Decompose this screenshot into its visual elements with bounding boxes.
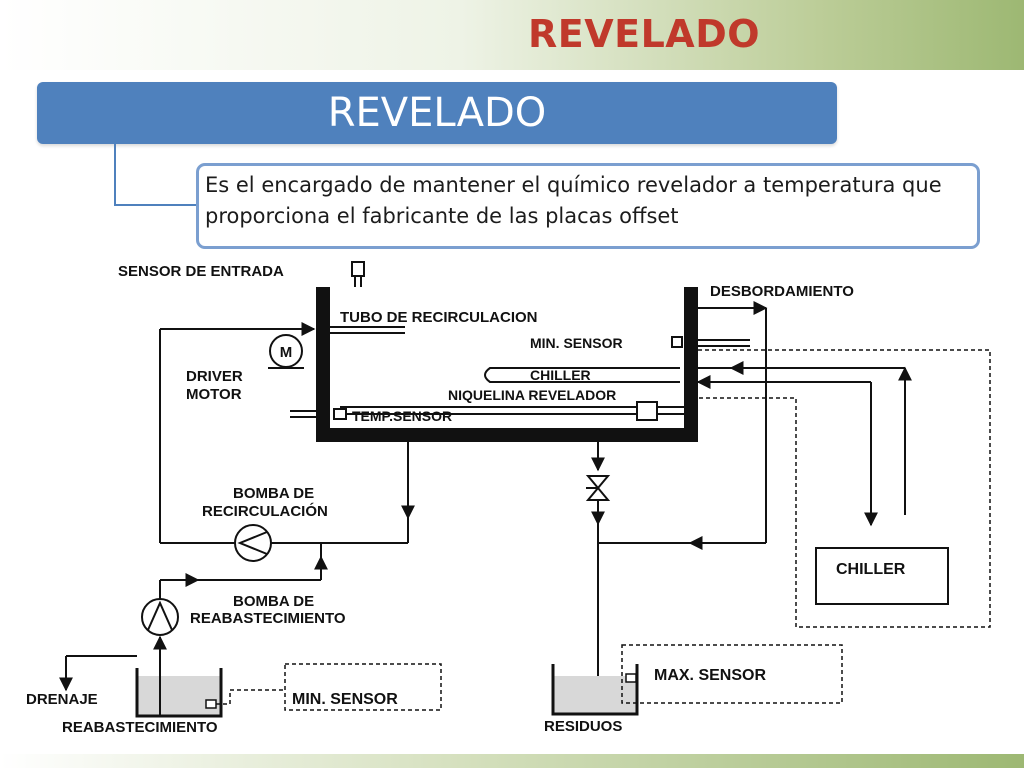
max-sensor-box (621, 644, 843, 704)
drain-line (59, 655, 137, 692)
processor-schematic: M (26, 261, 991, 736)
chiller-lines (696, 361, 912, 527)
waste-valve-line (585, 442, 611, 690)
recirculation-pump-icon (234, 524, 272, 562)
label-bomba-recirc-2: RECIRCULACIÓN (202, 502, 328, 520)
label-bomba-recirc-1: BOMBA DE (233, 485, 314, 502)
label-chiller-coil: CHILLER (530, 367, 591, 383)
label-chiller-unit: CHILLER (836, 561, 906, 578)
chiller-coil (484, 367, 680, 383)
min-sensor-bottom-box (284, 663, 442, 711)
entry-sensor-icon (351, 261, 365, 287)
top-decor-band (0, 0, 1024, 70)
min-sensor-bottom-link (216, 689, 285, 705)
sensor-dashed-wiring (698, 349, 991, 628)
motor-symbol-label: M (280, 344, 293, 361)
recirculation-loop (159, 322, 415, 600)
bottom-decor-band (0, 754, 1024, 768)
label-niquelina: NIQUELINA REVELADOR (448, 387, 616, 403)
overflow-line (598, 301, 768, 550)
waste-container (551, 664, 639, 716)
developer-tank (316, 287, 698, 442)
label-desbordamiento: DESBORDAMIENTO (710, 283, 854, 300)
slide-title: REVELADO (528, 12, 761, 56)
min-sensor-tank-icon (671, 336, 750, 348)
section-header: REVELADO (37, 82, 837, 144)
label-tubo-recirculacion: TUBO DE RECIRCULACION (340, 309, 538, 326)
label-driver: DRIVER (186, 368, 243, 385)
label-max-sensor: MAX. SENSOR (654, 667, 766, 684)
label-residuos: RESIDUOS (544, 718, 622, 735)
description-box: Es el encargado de mantener el químico r… (196, 163, 980, 249)
recirculation-tube (330, 326, 405, 334)
label-drenaje: DRENAJE (26, 691, 98, 708)
label-min-sensor-bottom: MIN. SENSOR (292, 691, 398, 708)
label-reabastecimiento: REABASTECIMIENTO (62, 719, 218, 736)
motor-icon: M (268, 334, 304, 369)
label-temp-sensor: TEMP.SENSOR (352, 408, 452, 424)
label-motor: MOTOR (186, 386, 242, 403)
header-connector (114, 144, 200, 206)
label-bomba-reab-1: BOMBA DE (233, 593, 314, 610)
temp-sensor-icon (290, 408, 347, 420)
label-min-sensor-tank: MIN. SENSOR (530, 335, 623, 351)
label-sensor-entrada: SENSOR DE ENTRADA (118, 263, 284, 280)
replenishment-pump-icon (141, 598, 179, 636)
chiller-unit-box (815, 547, 949, 605)
heater-element (340, 401, 684, 421)
label-bomba-reab-2: REABASTECIMIENTO (190, 610, 346, 627)
replenishment-container (135, 635, 223, 718)
